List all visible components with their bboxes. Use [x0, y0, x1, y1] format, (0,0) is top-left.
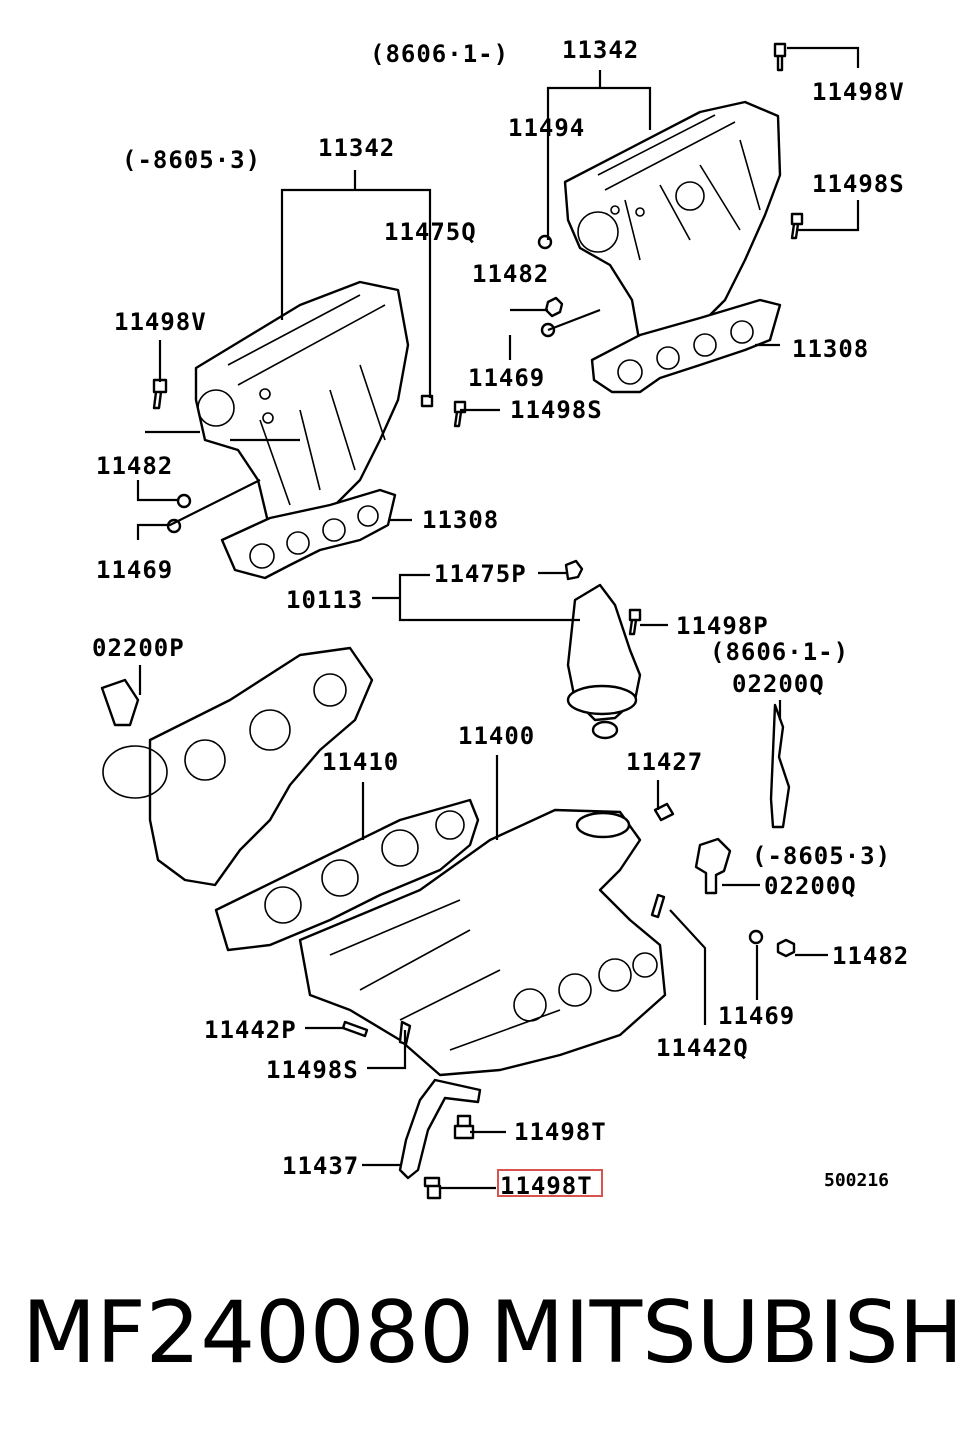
label-11482-left: 11482 [96, 452, 173, 480]
label-11482-right: 11482 [832, 942, 909, 970]
label-8606-1-mid: (8606·1-) [710, 638, 849, 666]
label-11498t-highlight: 11498T [500, 1172, 593, 1200]
label-11469-right: 11469 [718, 1002, 795, 1030]
label-11498s-bottom: 11498S [266, 1056, 359, 1084]
part-number-text: MF240080 [22, 1283, 474, 1383]
upper-plenum-left [194, 280, 410, 532]
gasket-11410 [214, 798, 480, 952]
label-11498p: 11498P [676, 612, 769, 640]
label-11498v-left: 11498V [114, 308, 207, 336]
label-11400: 11400 [458, 722, 535, 750]
label-11342-left: 11342 [318, 134, 395, 162]
exhaust-manifold [100, 646, 374, 887]
label-11498v-top: 11498V [812, 78, 905, 106]
label-11308-left: 11308 [422, 506, 499, 534]
label-11475q: 11475Q [384, 218, 477, 246]
gasket-11308-left [220, 488, 397, 580]
label-11498s-mid: 11498S [510, 396, 603, 424]
label-11494: 11494 [508, 114, 585, 142]
label-11308-top: 11308 [792, 335, 869, 363]
label-11437: 11437 [282, 1152, 359, 1180]
label-11469-left: 11469 [96, 556, 173, 584]
label-500216: 500216 [824, 1170, 889, 1191]
highlight-box [497, 1169, 603, 1197]
label-11442q: 11442Q [656, 1034, 749, 1062]
label-8605-3-top: (-8605·3) [122, 146, 261, 174]
label-11427: 11427 [626, 748, 703, 776]
label-11410: 11410 [322, 748, 399, 776]
brand-text: MITSUBISHI [490, 1283, 960, 1383]
label-02200p: 02200P [92, 634, 185, 662]
label-11342-top: 11342 [562, 36, 639, 64]
label-11498t-top: 11498T [514, 1118, 607, 1146]
gasket-11308-top [590, 298, 782, 394]
label-11482-mid: 11482 [472, 260, 549, 288]
leader-lines [136, 46, 860, 1190]
label-11442p: 11442P [204, 1016, 297, 1044]
part-labels: (8606·1-) 11342 11498V 11494 (-8605·3) 1… [92, 36, 909, 1200]
label-10113: 10113 [286, 586, 363, 614]
label-8605-3-mid: (-8605·3) [752, 842, 891, 870]
label-11475p: 11475P [434, 560, 527, 588]
small-hardware-upper [152, 42, 804, 534]
lower-hardware [341, 703, 796, 1046]
throttle-neck-10113 [564, 559, 642, 740]
label-8606-1-top: (8606·1-) [370, 40, 509, 68]
parts-diagram: (8606·1-) 11342 11498V 11494 (-8605·3) 1… [92, 36, 909, 1200]
label-11469-mid: 11469 [468, 364, 545, 392]
label-02200q-top: 02200Q [732, 670, 825, 698]
label-02200q-mid: 02200Q [764, 872, 857, 900]
label-11498s-top: 11498S [812, 170, 905, 198]
bracket-11437 [398, 1078, 482, 1200]
